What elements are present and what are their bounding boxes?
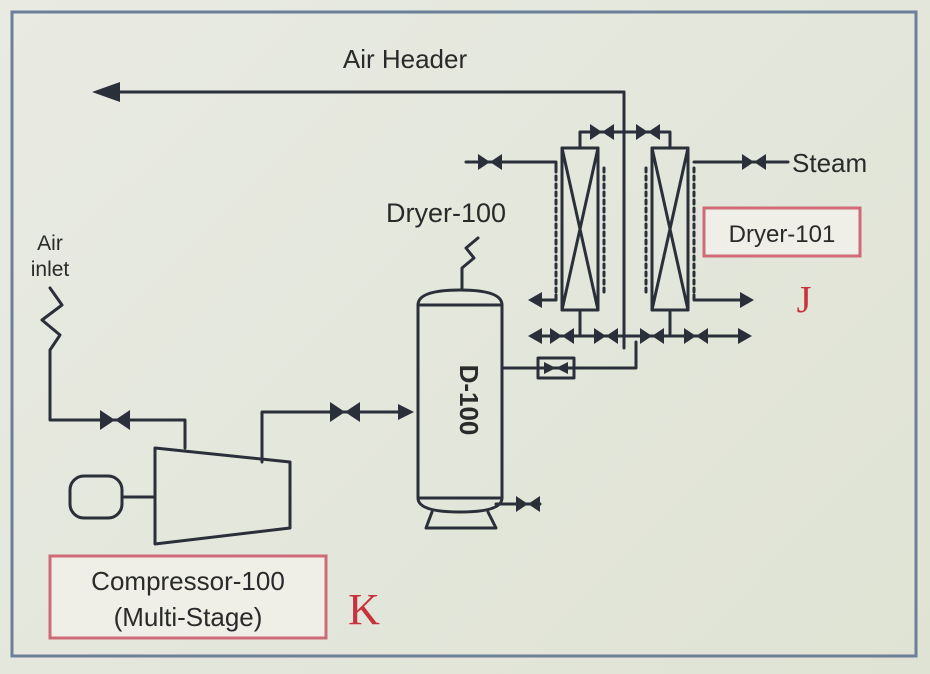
marker-j: J [797,279,812,321]
condensate-arrow-left [528,292,542,308]
bottom-manifold-arrow-right [738,328,752,344]
top-manifold-valves [590,124,660,140]
dryer101-label: Dryer-101 [729,221,836,248]
top-manifold-line [578,130,672,150]
vessel-outlet-line [500,340,638,370]
steam-label: Steam [792,148,867,178]
drain-valve [516,496,540,512]
bottom-manifold-valves [550,328,708,344]
compressor-label-line1: Compressor-100 [91,566,285,596]
bottom-manifold-risers [578,308,672,338]
dryer-column-b-packing [650,146,690,312]
air-inlet-line [40,286,187,450]
compressor-label-line2: (Multi-Stage) [114,602,263,632]
diagram-frame [10,10,918,658]
steam-valve-right [742,154,766,170]
dryer101-label-box [702,206,862,258]
condensate-out-right [692,293,744,302]
vessel-relief-line [460,236,480,292]
air-inlet-label-line2: inlet [31,258,70,281]
air-header-arrow [92,82,120,102]
air-header-label: Air Header [343,44,468,74]
condensate-arrow-right [740,292,754,308]
condensate-out-left [538,293,558,302]
vessel-skirt [424,510,498,530]
bottom-manifold-arrow-left [528,328,542,344]
steam-valve-left [478,154,502,170]
motor-icon [68,474,124,520]
air-inlet-label-line1: Air [37,232,63,255]
outlet-valve [536,356,576,380]
d100-inlet-arrow [398,404,414,420]
discharge-valve [330,402,398,422]
compressor-label-box [48,554,328,640]
marker-k: K [348,585,380,634]
compressor-icon [153,446,292,546]
inlet-valve [100,410,130,430]
vessel-tag: D-100 [454,365,484,436]
dryer100-label: Dryer-100 [386,198,506,228]
dryer-column-a-packing [560,146,600,312]
